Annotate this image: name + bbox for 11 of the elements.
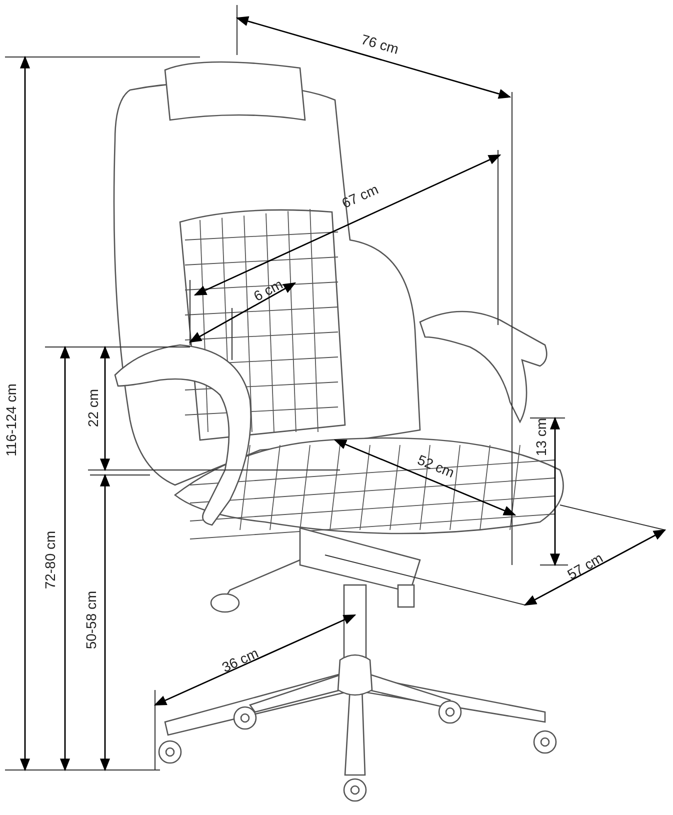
dimension-label: 52 cm <box>416 452 456 480</box>
dimension-label: 67 cm <box>340 182 380 210</box>
dimension-label: 116-124 cm <box>4 384 18 456</box>
dimension-label: 76 cm <box>360 32 400 56</box>
dimension-label: 13 cm <box>534 418 548 456</box>
dimension-label: 22 cm <box>86 388 100 428</box>
dimension-label: 36 cm <box>220 646 260 674</box>
dimension-label: 6 cm <box>251 276 285 304</box>
dimension-label: 50-58 cm <box>84 590 98 650</box>
dimension-label: 57 cm <box>565 550 605 582</box>
dimension-label: 72-80 cm <box>43 530 57 590</box>
